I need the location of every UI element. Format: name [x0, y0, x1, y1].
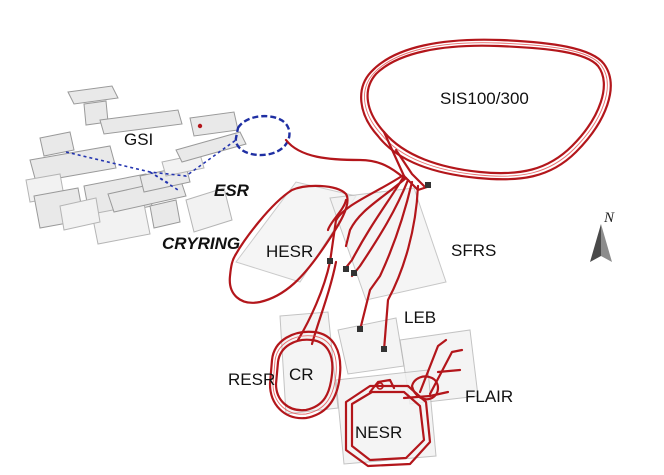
resr-cr-rings: [268, 330, 342, 420]
nesr-ring: [344, 378, 432, 468]
target-markers: [327, 182, 431, 352]
north-label: N: [603, 210, 615, 226]
compass-north-arrow-icon: N: [590, 210, 615, 262]
flair-rings: [402, 338, 464, 401]
label-cr: CR: [289, 365, 314, 384]
label-gsi: GSI: [124, 130, 153, 149]
label-nesr: NESR: [355, 423, 402, 442]
unilac-beamline: [65, 123, 237, 191]
cr-transfer-line: [296, 260, 338, 346]
fair-building-halos: [235, 181, 479, 465]
label-hesr: HESR: [266, 242, 313, 261]
label-esr: ESR: [214, 181, 250, 200]
hesr-ring: [228, 184, 349, 304]
label-flair: FLAIR: [465, 387, 513, 406]
label-sis100-300: SIS100/300: [440, 89, 529, 108]
label-cryring: CRYRING: [162, 234, 240, 253]
label-resr: RESR: [228, 370, 275, 389]
gsi-campus-buildings: [25, 85, 247, 245]
label-sfrs: SFRS: [451, 241, 496, 260]
sis100-300-ring: [360, 38, 612, 181]
transfer-lines: [284, 130, 432, 352]
label-leb: LEB: [404, 308, 436, 327]
esr-ring: [234, 115, 291, 157]
